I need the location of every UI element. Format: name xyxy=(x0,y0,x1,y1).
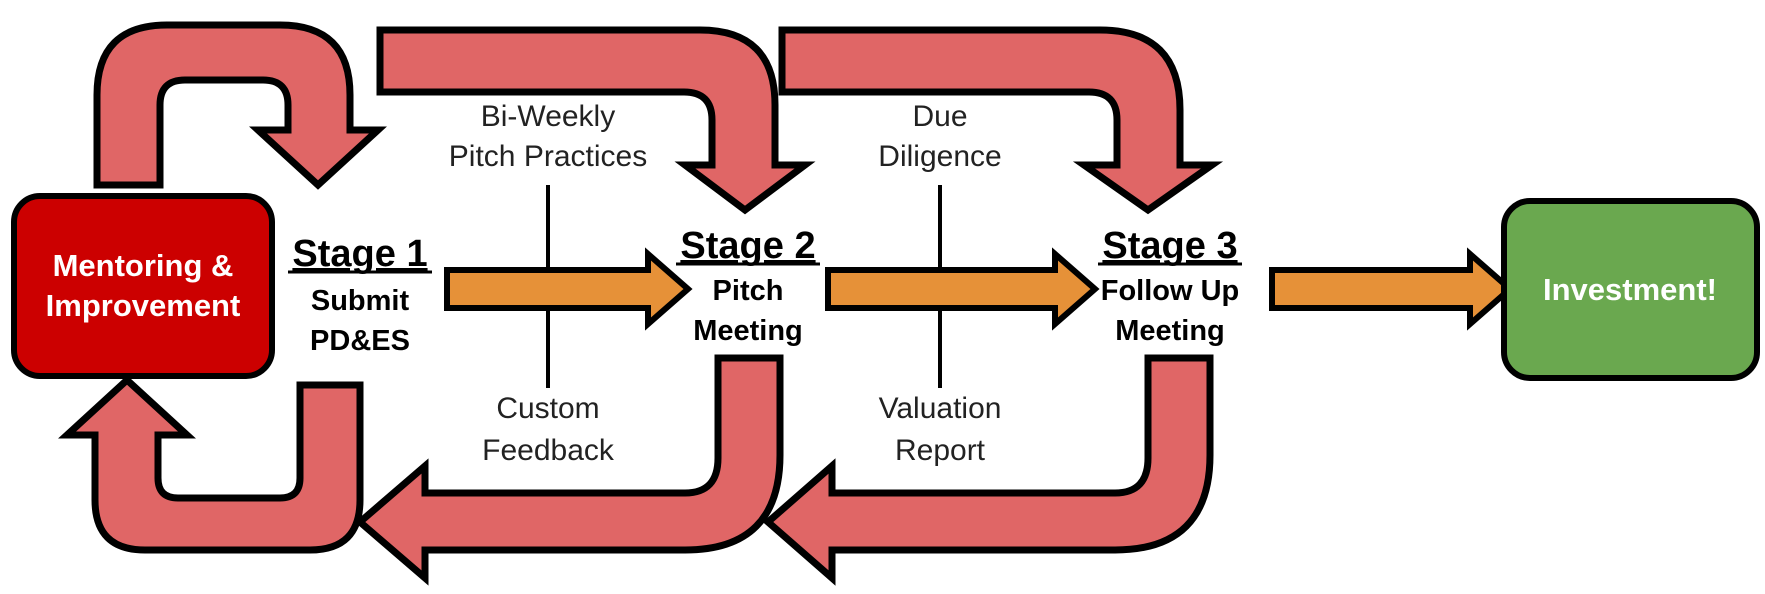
stage3-line1: Follow Up xyxy=(1101,275,1240,307)
mentoring-box xyxy=(11,193,275,379)
stage1-title: Stage 1 xyxy=(292,233,427,275)
flow-arrow-stage1-to-stage2 xyxy=(444,247,693,331)
note-biweekly-line1: Bi-Weekly xyxy=(481,100,615,133)
flow-arrow-stage2-to-stage3 xyxy=(825,247,1100,331)
note-due-diligence-line2: Diligence xyxy=(878,140,1001,173)
stage2-title: Stage 2 xyxy=(680,225,815,267)
stage3-title: Stage 3 xyxy=(1102,225,1237,267)
note-valuation-report-line1: Valuation xyxy=(879,392,1002,425)
stage1-line1: Submit xyxy=(311,285,410,317)
mentoring-label-line2: Improvement xyxy=(46,288,241,323)
loop-arrow-mentoring-to-stage1 xyxy=(93,21,387,190)
flow-arrow-stage3-to-investment xyxy=(1269,247,1515,331)
note-due-diligence-line1: Due xyxy=(912,100,967,133)
loop-arrow-stage3-back xyxy=(762,354,1214,586)
stage3-line2: Meeting xyxy=(1115,315,1225,347)
note-biweekly-line2: Pitch Practices xyxy=(449,140,647,173)
loop-arrow-stage2-back xyxy=(354,354,784,586)
loop-arrow-to-stage2 xyxy=(376,26,816,215)
stage1-line2: PD&ES xyxy=(310,325,410,357)
note-custom-feedback-line2: Feedback xyxy=(482,434,615,467)
mentoring-label-line1: Mentoring & xyxy=(53,248,234,283)
note-custom-feedback-line1: Custom xyxy=(496,392,599,425)
investment-label: Investment! xyxy=(1543,272,1717,307)
loop-arrow-stage1-to-mentoring xyxy=(58,375,364,554)
stage2-line1: Pitch xyxy=(713,275,784,307)
stage2-line2: Meeting xyxy=(693,315,803,347)
loop-arrow-to-stage3 xyxy=(778,26,1224,215)
investment-box xyxy=(1501,198,1760,381)
note-valuation-report-line2: Report xyxy=(895,434,986,467)
